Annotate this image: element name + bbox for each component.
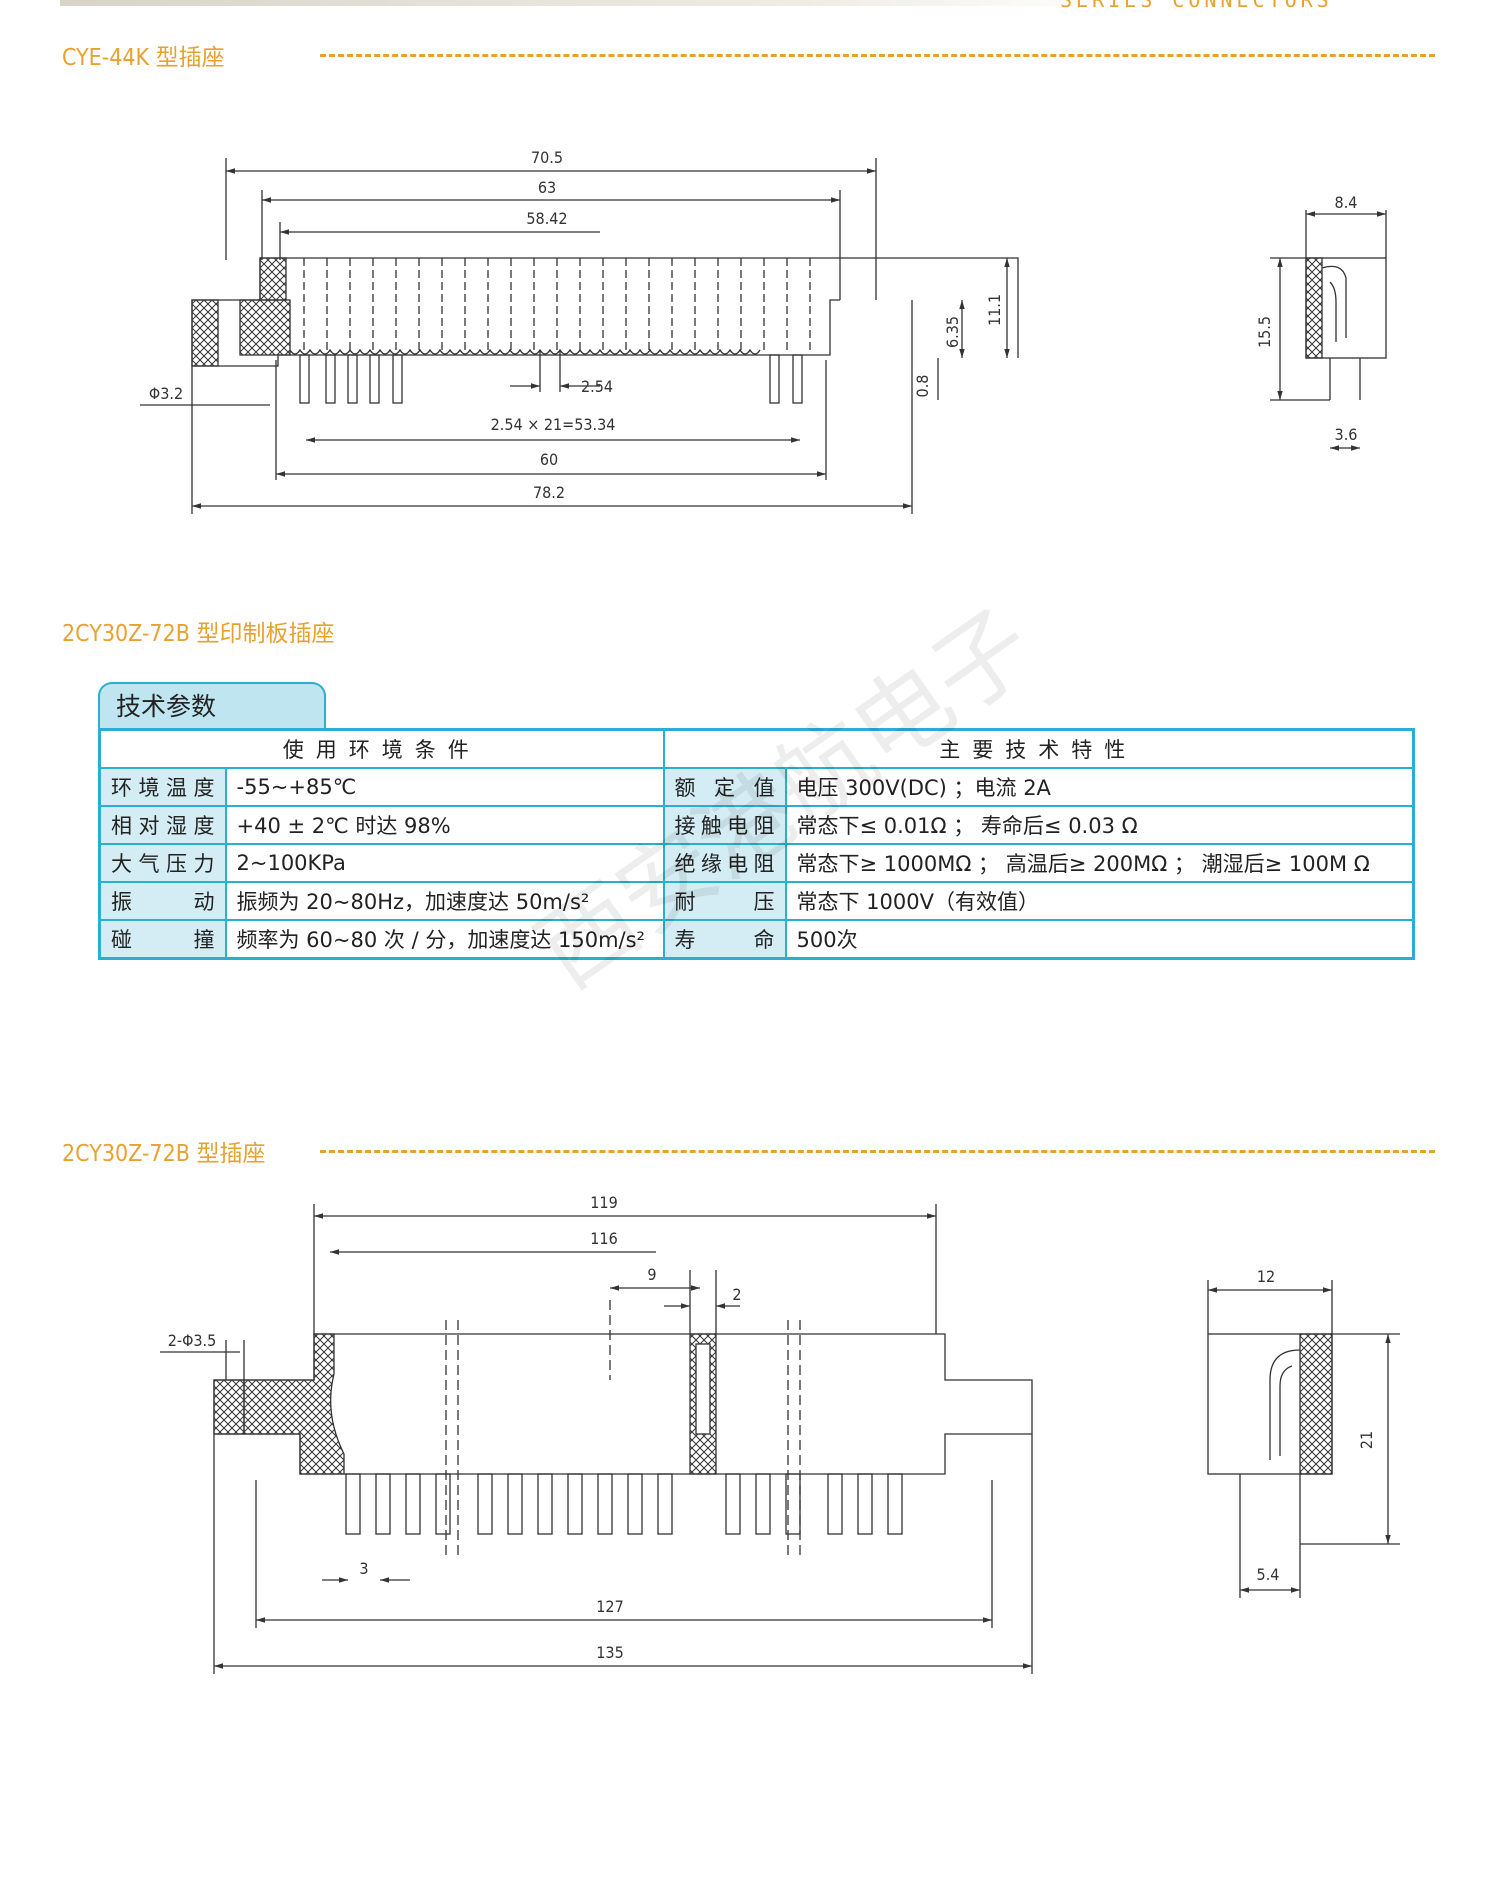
side-dim-3-6: 3.6: [1335, 425, 1358, 444]
dim-135: 135: [596, 1643, 623, 1662]
dim-2: 2: [732, 1285, 741, 1304]
dim-3: 3: [359, 1559, 368, 1578]
spec-label: 寿命: [662, 919, 787, 960]
dim-6-35: 6.35: [943, 316, 962, 348]
dim-60: 60: [540, 450, 558, 469]
side-dim-5-4: 5.4: [1257, 1565, 1280, 1584]
section-title-cye44k: CYE-44K 型插座: [62, 45, 225, 71]
spec-value: 电压 300V(DC) ；电流 2A: [784, 767, 1415, 807]
table-row: 环境温度 -55~+85℃ 额定值 电压 300V(DC) ；电流 2A: [98, 767, 1415, 807]
dim-9: 9: [647, 1265, 656, 1284]
dim-116: 116: [590, 1229, 617, 1248]
header-band: [60, 0, 1120, 6]
spec-header-tech: 主要技术特性: [662, 728, 1415, 769]
dim-0-8: 0.8: [913, 375, 932, 398]
table-row: 振动 振频为 20~80Hz，加速度达 50m/s² 耐压 常态下 1000V（…: [98, 881, 1415, 921]
section-title-2cy30z: 2CY30Z-72B 型插座: [62, 1141, 266, 1167]
spec-label: 碰撞: [98, 919, 227, 960]
header-tag: SERIES CONNECTORS: [1060, 0, 1333, 12]
spec-value: 2~100KPa: [224, 843, 665, 883]
dim-63: 63: [538, 178, 556, 197]
spec-label: 耐压: [662, 881, 787, 921]
spec-label: 接触电阻: [662, 805, 787, 845]
spec-table: 使用环境条件 主要技术特性 环境温度 -55~+85℃ 额定值 电压 300V(…: [98, 728, 1415, 960]
dim-127: 127: [596, 1597, 623, 1616]
side-dim-12: 12: [1257, 1267, 1275, 1286]
title-divider: [320, 1150, 1435, 1153]
spec-header-env: 使用环境条件: [98, 728, 665, 769]
side-dim-21: 21: [1357, 1431, 1376, 1449]
spec-value: 500次: [784, 919, 1415, 960]
dim-2-54: 2.54: [581, 377, 613, 396]
dim-pitch: 2.54 × 21=53.34: [491, 415, 616, 434]
table-row: 大气压力 2~100KPa 绝缘电阻 常态下≥ 1000MΩ ； 高温后≥ 20…: [98, 843, 1415, 883]
spec-value: 常态下≤ 0.01Ω ； 寿命后≤ 0.03 Ω: [784, 805, 1415, 845]
dim-119: 119: [590, 1193, 617, 1212]
spec-tab: 技术参数: [98, 682, 326, 728]
spec-label: 环境温度: [98, 767, 227, 807]
dim-phi-3-5: 2-Φ3.5: [168, 1331, 217, 1350]
dim-phi-3-2: Φ3.2: [149, 384, 183, 403]
spec-value: -55~+85℃: [224, 767, 665, 807]
spec-value: 常态下 1000V（有效值）: [784, 881, 1415, 921]
table-row: 相对湿度 +40 ± 2℃ 时达 98% 接触电阻 常态下≤ 0.01Ω ； 寿…: [98, 805, 1415, 845]
title-divider: [320, 54, 1435, 57]
side-dim-8-4: 8.4: [1335, 193, 1358, 212]
spec-value: 常态下≥ 1000MΩ ； 高温后≥ 200MΩ ； 潮湿后≥ 100M Ω: [784, 843, 1415, 883]
spec-value: +40 ± 2℃ 时达 98%: [224, 805, 665, 845]
spec-label: 额定值: [662, 767, 787, 807]
spec-label: 绝缘电阻: [662, 843, 787, 883]
dim-70-5: 70.5: [531, 148, 563, 167]
2cy30z-drawing: 119 116 9 2 2-Φ3.5 3 127 135 12 21 5.4: [160, 1193, 1400, 1674]
cye44k-drawing: 70.5 63 58.42 2.54 2.54 × 21=53.34 60 78…: [140, 148, 1387, 514]
spec-label: 振动: [98, 881, 227, 921]
section-title-2cy30z-pcb: 2CY30Z-72B 型印制板插座: [62, 621, 335, 647]
dim-78-2: 78.2: [533, 483, 565, 502]
dim-58-42: 58.42: [526, 209, 567, 228]
dim-11-1: 11.1: [985, 294, 1004, 326]
table-row: 碰撞 频率为 60~80 次 / 分，加速度达 150m/s² 寿命 500次: [98, 919, 1415, 960]
spec-label: 相对湿度: [98, 805, 227, 845]
spec-value: 频率为 60~80 次 / 分，加速度达 150m/s²: [224, 919, 665, 960]
spec-value: 振频为 20~80Hz，加速度达 50m/s²: [224, 881, 665, 921]
spec-label: 大气压力: [98, 843, 227, 883]
side-dim-15-5: 15.5: [1255, 316, 1274, 348]
